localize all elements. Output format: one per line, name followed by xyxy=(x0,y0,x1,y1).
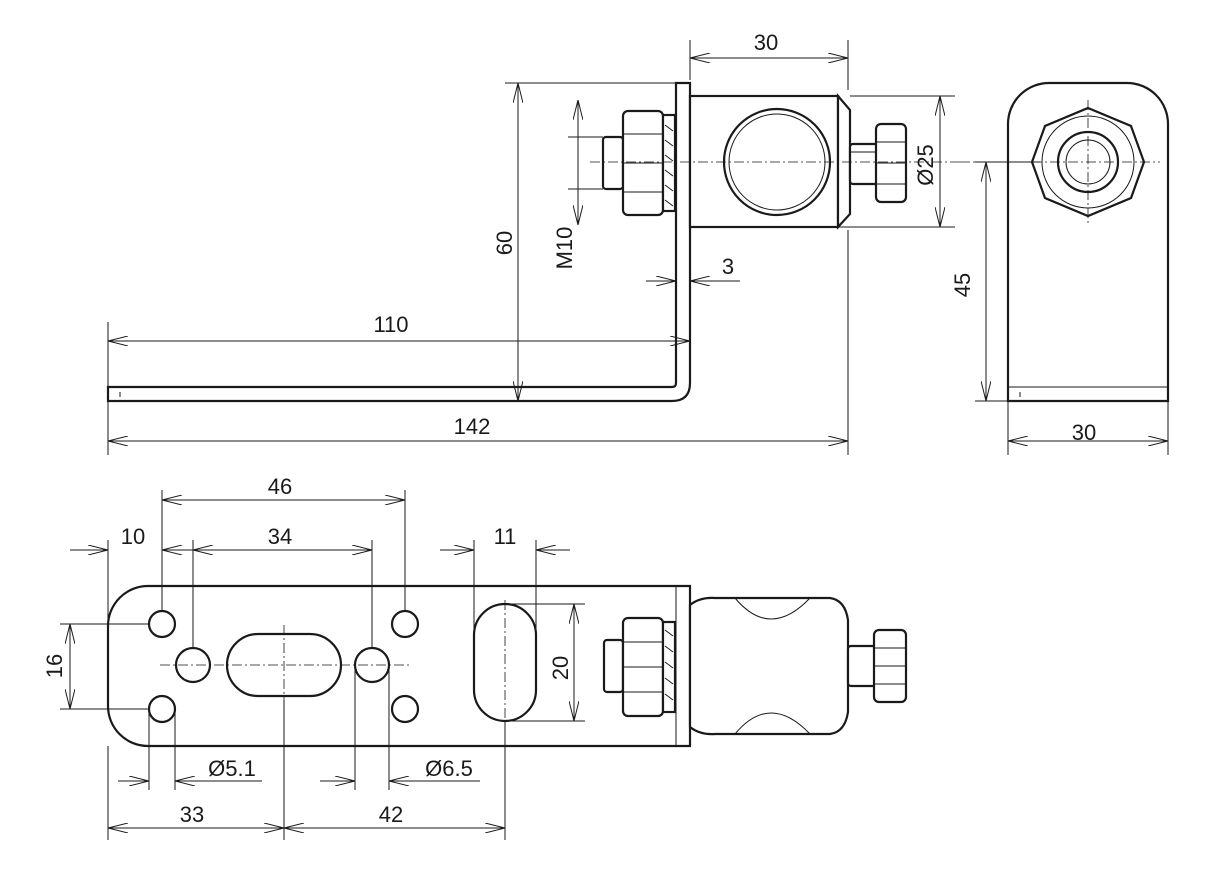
dim-side-top-width: 30 xyxy=(754,30,778,55)
dim-thickness: 3 xyxy=(722,254,734,279)
dim-total-length: 142 xyxy=(454,414,491,439)
hex-nut-side xyxy=(601,109,677,217)
dim-hole-small: Ø5.1 xyxy=(208,756,256,781)
dim-end-height: 45 xyxy=(950,273,975,297)
clamp-spool-top xyxy=(688,596,850,736)
clamp-block-side xyxy=(688,93,852,230)
bracket-top-profile xyxy=(106,584,692,748)
bolt-nut-top xyxy=(846,628,908,704)
dim-inner-length: 110 xyxy=(373,312,408,337)
dim-hole-span: 46 xyxy=(268,474,292,499)
dim-slot-length: 20 xyxy=(548,656,573,680)
bolt-nut-side xyxy=(848,122,908,204)
dim-slot-width: 11 xyxy=(494,524,517,549)
holes-small xyxy=(147,609,420,724)
dim-offset-42: 42 xyxy=(379,802,403,827)
bracket-side-profile xyxy=(106,81,692,403)
dim-slot-span: 34 xyxy=(268,524,292,549)
dim-side-height: 60 xyxy=(492,231,517,255)
end-view-dimensions: 45 30 xyxy=(950,161,1169,455)
dim-offset-33: 33 xyxy=(180,802,204,827)
side-view xyxy=(106,81,960,403)
hex-nut-top xyxy=(602,616,677,718)
top-view xyxy=(106,584,908,748)
dim-clamp-diameter: Ø25 xyxy=(913,144,938,186)
dim-end-width: 30 xyxy=(1072,420,1096,445)
dim-edge-offset: 10 xyxy=(121,524,145,549)
dim-hole-large: Ø6.5 xyxy=(425,756,473,781)
top-view-dimensions: 46 10 34 11 16 20 Ø5.1 xyxy=(42,474,585,840)
dim-thread: M10 xyxy=(552,227,577,270)
dim-hole-pitch: 16 xyxy=(42,654,67,678)
end-view xyxy=(960,81,1170,403)
side-view-dimensions: 30 60 M10 3 Ø25 110 142 xyxy=(107,30,955,455)
